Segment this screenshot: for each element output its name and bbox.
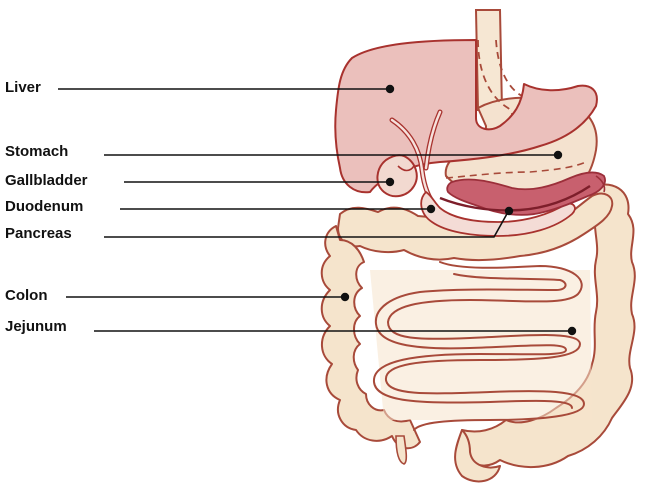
pointer-dot-duodenum [427,205,435,213]
pointer-dot-pancreas [505,207,513,215]
pointer-dot-colon [341,293,349,301]
esophagus [476,10,502,110]
label-colon-text: Colon [5,287,48,304]
label-pancreas-text: Pancreas [5,225,72,242]
pointer-dot-stomach [554,151,562,159]
label-liver: Liver [5,79,394,96]
gallbladder-shape [377,155,416,196]
organs-illustration [322,10,635,481]
label-stomach-text: Stomach [5,143,68,160]
pointer-dot-jejunum [568,327,576,335]
pointer-dot-liver [386,85,394,93]
label-duodenum-text: Duodenum [5,198,83,215]
label-gallbladder-text: Gallbladder [5,172,88,189]
small-intestine-shape [370,262,592,430]
label-colon: Colon [5,287,349,304]
label-liver-text: Liver [5,79,41,96]
label-jejunum-text: Jejunum [5,318,67,335]
label-gallbladder: Gallbladder [5,172,394,189]
pointer-dot-gallbladder [386,178,394,186]
